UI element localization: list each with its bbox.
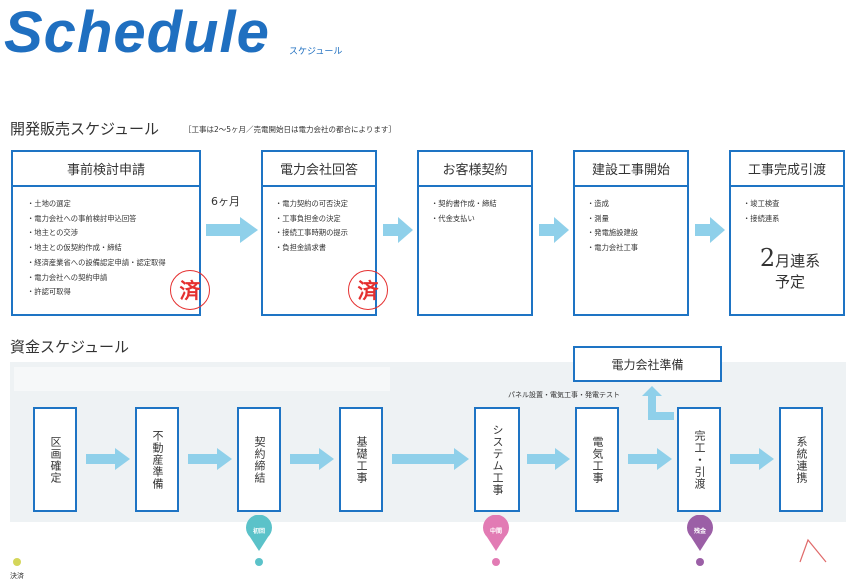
sales-step-item: ・工事負担金の決定 [275, 213, 341, 223]
sales-step-items: ・造成 ・測量 ・発電施設建設 ・電力会社工事 [575, 187, 687, 256]
funds-step-box: 不動産準備 [135, 407, 179, 512]
sales-step-item: ・造成 [587, 199, 609, 208]
funds-step-label: 不動産準備 [151, 429, 164, 490]
funds-step-box: 契約締結 [237, 407, 281, 512]
funds-step-box: 完工・引渡 [677, 407, 721, 512]
funds-step-box: 電気工事 [575, 407, 619, 512]
sales-note: ［工事は2〜5ヶ月／売電開始日は電力会社の都合によります］ [184, 125, 396, 134]
funds-step-box: 区画確定 [33, 407, 77, 512]
sales-step-items: ・電力契約の可否決定 ・工事負担金の決定 ・接続工事時期の提示 ・負担金請求書 [263, 187, 375, 256]
sales-step-item: ・契約書作成・締結 [431, 199, 497, 208]
sales-step-item: ・地主との交渉 [27, 228, 79, 238]
funds-step-label: 基礎工事 [355, 435, 368, 484]
sales-step-item: ・電力会社への契約申請 [27, 272, 108, 282]
grid-connection-note: 2月連系 予定 [740, 244, 840, 292]
timeline-dot [492, 558, 500, 566]
funds-step-box: システム工事 [474, 407, 520, 512]
timeline-start-label: 決済 [10, 572, 24, 580]
arrow-right-icon [206, 217, 258, 243]
payment-timeline [13, 538, 827, 566]
sales-step-item: ・電力会社への事前検討申込回答 [27, 213, 137, 223]
timeline-dot [255, 558, 263, 566]
branch-arrow-icon [642, 386, 674, 420]
sales-step-box: 工事完成引渡 ・竣工検査 ・接続連系 [729, 150, 845, 316]
page-subtitle: スケジュール [289, 47, 343, 57]
sales-step-title: 電力会社回答 [263, 152, 375, 187]
sales-step-items: ・竣工検査 ・接続連系 [731, 187, 843, 226]
arrow-right-icon [383, 217, 413, 243]
sales-step-title: 工事完成引渡 [731, 152, 843, 187]
sales-step-item: ・測量 [587, 213, 609, 223]
payment-pin-label: 初回 [252, 528, 265, 535]
payment-pin-icon [483, 515, 509, 551]
completed-stamp: 済 [170, 270, 210, 310]
completed-stamp: 済 [348, 270, 388, 310]
sales-heading: 開発販売スケジュール [10, 120, 159, 138]
sales-step-item: ・接続工事時期の提示 [275, 228, 348, 238]
funds-step-label: 契約締結 [253, 435, 266, 484]
funds-step-label: システム工事 [491, 423, 504, 496]
sales-step-box: お客様契約 ・契約書作成・締結 ・代金支払い [417, 150, 533, 316]
panel-install-note: パネル設置・電気工事・発電テスト [508, 391, 620, 399]
duration-label: 6ヶ月 [211, 195, 240, 208]
sales-step-items: ・契約書作成・締結 ・代金支払い [419, 187, 531, 226]
arrow-right-icon [695, 217, 725, 243]
payment-pin-icon [687, 515, 713, 551]
sales-step-item: ・竣工検査 [743, 199, 780, 208]
sales-step-item: ・土地の選定 [27, 199, 71, 208]
sales-step-title: 建設工事開始 [575, 152, 687, 187]
sales-step-item: ・代金支払い [431, 213, 475, 223]
funds-step-box: 基礎工事 [339, 407, 383, 512]
sales-step-item: ・発電施設建設 [587, 228, 639, 238]
payment-pin-label: 中間 [489, 528, 502, 535]
sales-step-item: ・電力会社工事 [587, 243, 639, 253]
sales-step-item: ・電力契約の可否決定 [275, 199, 348, 208]
grid-connection-month: 2 [759, 244, 776, 272]
funds-step-label: 電気工事 [591, 435, 604, 484]
timeline-start-dot [13, 558, 21, 566]
timeline-dot [696, 558, 704, 566]
arrow-right-icon [539, 217, 569, 243]
sales-step-items: ・土地の選定 ・電力会社への事前検討申込回答 ・地主との交渉 ・地主との仮契約作… [13, 187, 199, 300]
sales-step-item: ・経済産業省への設備認定申請・認定取得 [27, 257, 166, 267]
funds-step-label: 系統連携 [795, 435, 808, 484]
payment-pin-icon [246, 515, 272, 551]
funds-step-label: 区画確定 [49, 435, 62, 484]
sales-step-item: ・接続連系 [743, 213, 780, 223]
funds-step-box: 系統連携 [779, 407, 823, 512]
funds-step-label: 完工・引渡 [693, 429, 706, 490]
grid-connection-line2: 予定 [774, 273, 805, 291]
page-title: Schedule [4, 0, 270, 65]
sales-step-title: 事前検討申請 [13, 152, 199, 187]
power-company-prep-box: 電力会社準備 [573, 346, 722, 382]
funds-flow-banner [14, 367, 390, 391]
payment-pin-label: 残金 [693, 528, 706, 535]
sales-step-item: ・地主との仮契約作成・締結 [27, 243, 122, 253]
sales-step-box: 事前検討申請 ・土地の選定 ・電力会社への事前検討申込回答 ・地主との交渉 ・地… [11, 150, 201, 316]
sales-step-item: ・負担金請求書 [275, 243, 327, 253]
sales-step-item: ・許認可取得 [27, 287, 71, 297]
funds-heading: 資金スケジュール [10, 338, 129, 356]
sales-step-title: お客様契約 [419, 152, 531, 187]
sales-step-box: 建設工事開始 ・造成 ・測量 ・発電施設建設 ・電力会社工事 [573, 150, 689, 316]
timeline-end [799, 538, 827, 563]
grid-connection-line1: 月連系 [775, 252, 821, 270]
